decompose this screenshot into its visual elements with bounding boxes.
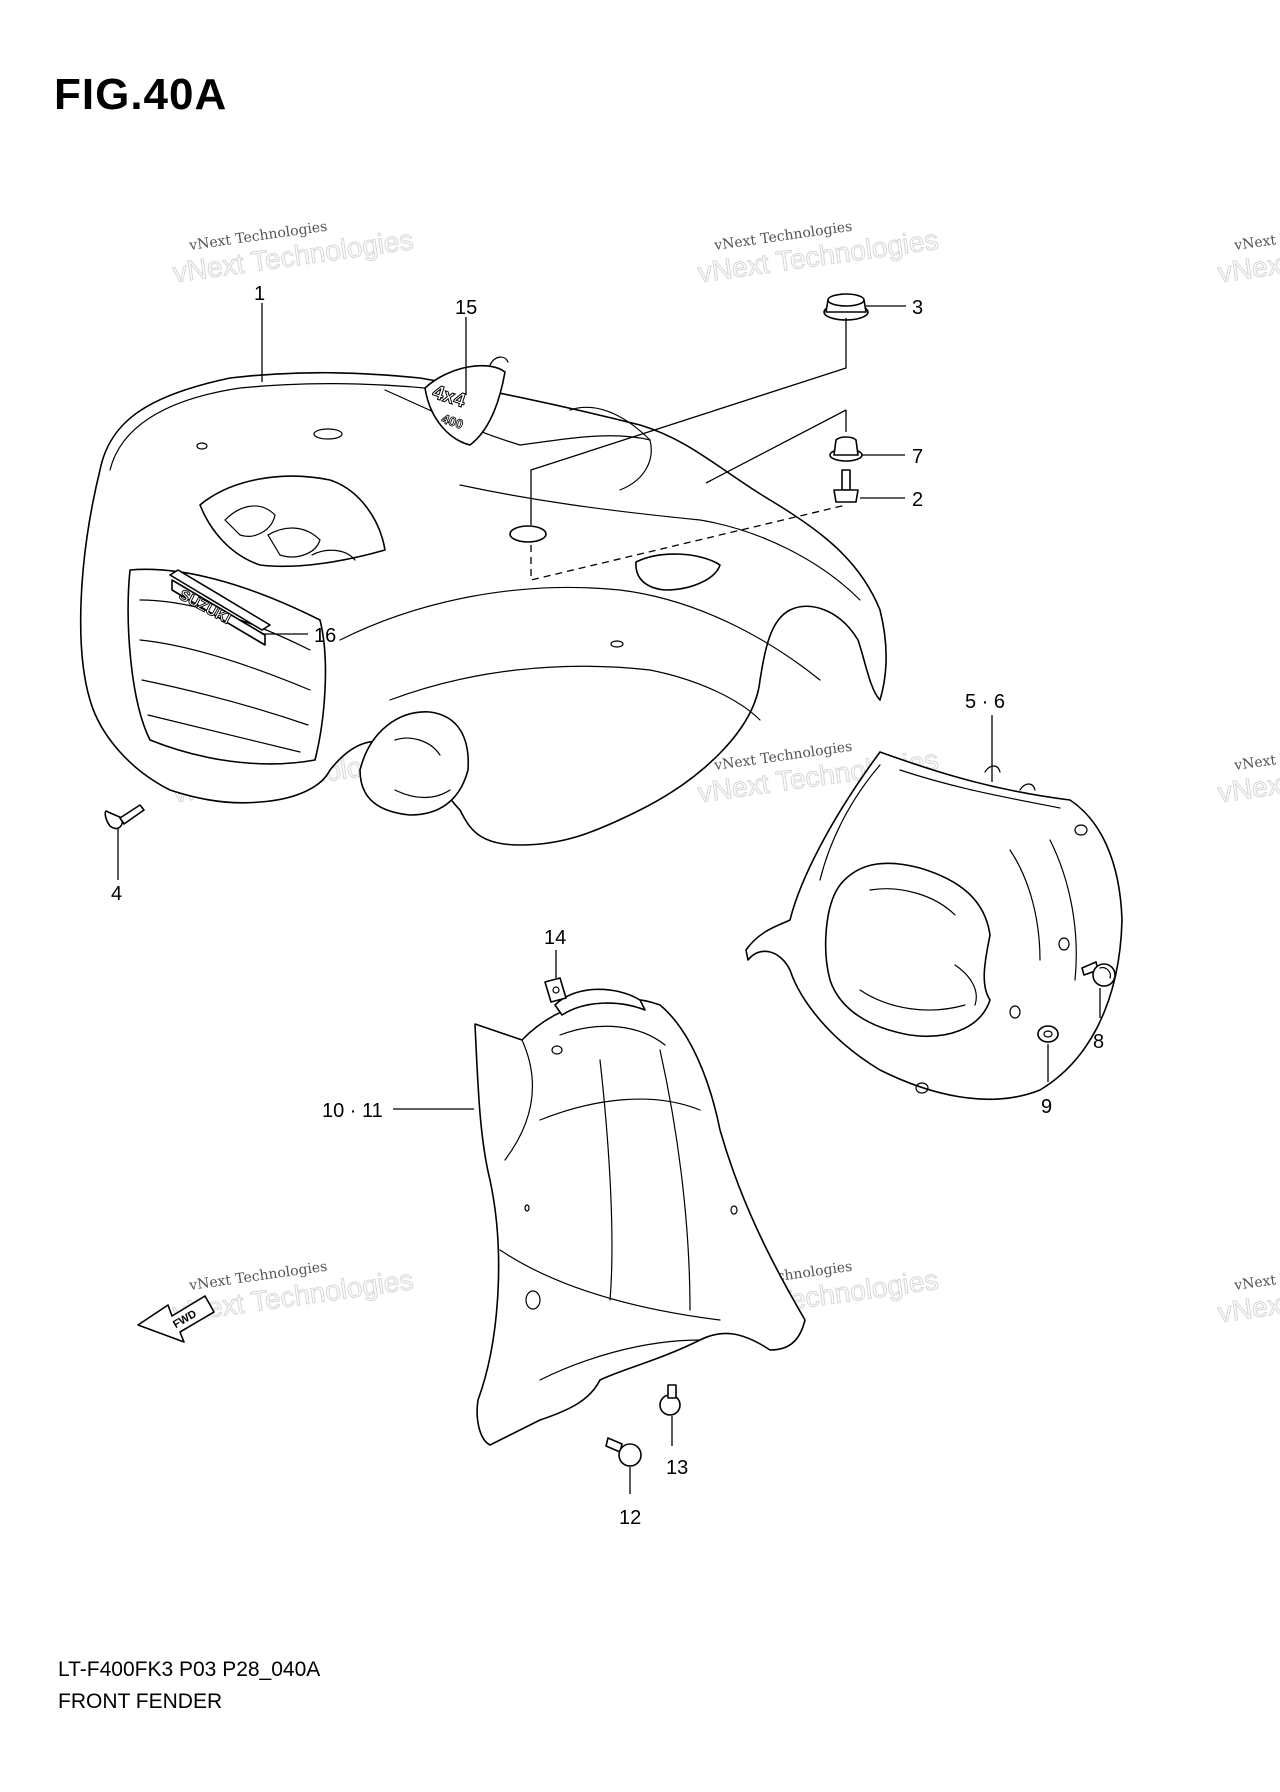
callout-2: 2: [912, 489, 923, 511]
watermark: vNext Technologies vNext Technologies: [170, 219, 415, 289]
washer-part-9: [1037, 1025, 1059, 1043]
clip-part-14: [544, 977, 567, 1003]
callout-14: 14: [544, 927, 566, 949]
leader-lines: [117, 303, 1101, 1494]
diagram-code: LT-F400FK3 P03 P28_040A: [58, 1658, 321, 1681]
watermark: vNext Technologies vNext Technologies: [695, 219, 940, 289]
rivet-part-13: [659, 1384, 681, 1416]
callout-13: 13: [666, 1457, 688, 1479]
rivet-part-12: [605, 1437, 642, 1467]
callout-8: 8: [1093, 1031, 1104, 1053]
callout-16: 16: [314, 625, 336, 647]
callout-12: 12: [619, 1507, 641, 1529]
callout-3: 3: [912, 297, 923, 319]
model-emblem-sub: 400: [440, 411, 465, 432]
screw-part-4: [104, 804, 145, 830]
watermark: vNext Technologies vNext Technologies: [1215, 219, 1280, 289]
callout-5-6: 5 · 6: [965, 691, 1005, 713]
callout-9: 9: [1041, 1096, 1052, 1118]
cushion-part-3: [823, 293, 869, 321]
model-emblem-part-15: 4x4 400: [424, 356, 509, 446]
rivet-part-8: [1081, 961, 1116, 987]
callouts: 1 15 3 7 2 16 5 · 6 4 14 8 9 10 · 11 13 …: [111, 283, 1104, 1529]
callout-10-11: 10 · 11: [322, 1100, 383, 1122]
callout-7: 7: [912, 446, 923, 468]
grommet-part-7: [829, 436, 863, 462]
forward-arrow: FWD: [137, 1295, 215, 1343]
callout-1: 1: [254, 283, 265, 305]
mud-guard-part-5-6: [745, 751, 1123, 1100]
callout-15: 15: [455, 297, 477, 319]
front-fender-part-1: 4x4 400 SUZUKI: [79, 356, 887, 846]
figure-title: FIG.40A: [54, 70, 228, 119]
callout-4: 4: [111, 883, 122, 905]
watermark: vNext Technologies vNext Technologies: [1215, 739, 1280, 809]
diagram-name: FRONT FENDER: [58, 1690, 223, 1713]
inner-guard-part-10-11: [474, 977, 806, 1446]
bolt-part-2: [833, 469, 859, 503]
watermark: vNext Technologies vNext Technologies: [1215, 1259, 1280, 1329]
